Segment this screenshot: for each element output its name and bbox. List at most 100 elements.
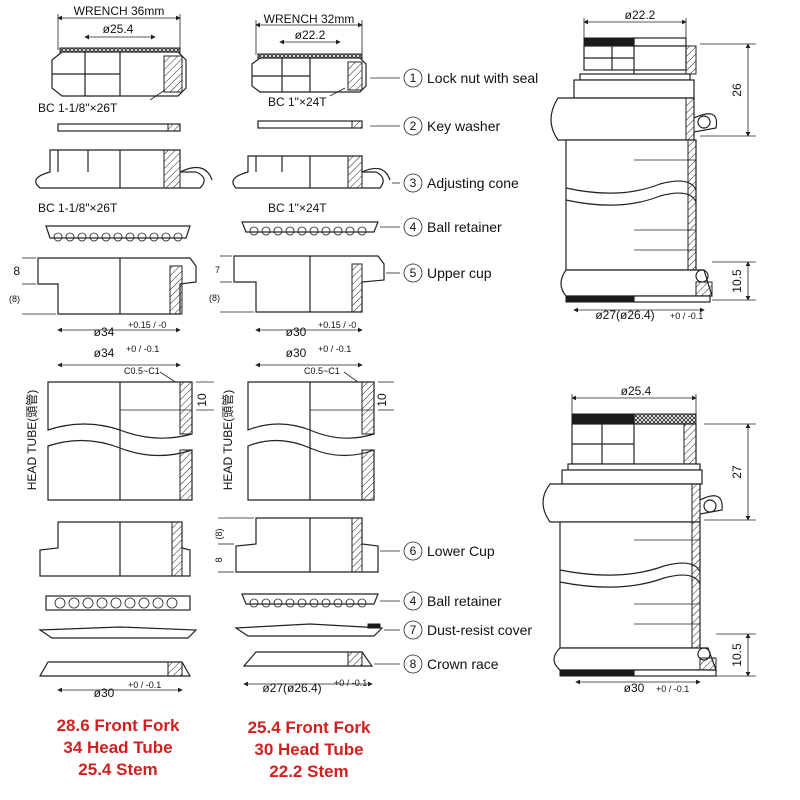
left-chamfer: C0.5~C1 — [124, 366, 160, 376]
left-cup-dia: ø34 — [94, 325, 115, 339]
left-spec-headtube: 34 Head Tube — [63, 738, 172, 757]
assembly-top: ø22.2 26 10.5 ø27(ø26.4) — [550, 8, 756, 322]
mid-wrench-label: WRENCH 32mm — [264, 12, 355, 26]
callout-6-text: Lower Cup — [427, 543, 495, 559]
left-crown-tol: +0 / -0.1 — [128, 680, 161, 690]
callout-4-marker — [403, 217, 423, 237]
mid-cup-tol: +0.15 / -0 — [318, 320, 356, 330]
left-spec-fork: 28.6 Front Fork — [57, 716, 180, 735]
mid-lower-cup — [235, 517, 379, 573]
callout-3-text: Adjusting cone — [427, 175, 519, 191]
mid-lower-offset: (8) — [214, 528, 224, 539]
callout-5-text: Upper cup — [427, 265, 492, 281]
left-cup-height: 8 — [13, 264, 20, 278]
callout-4b-number: 4 — [410, 594, 417, 608]
mid-headtube-tol: +0 / -0.1 — [318, 344, 351, 354]
mid-adjusting-cone — [232, 155, 391, 189]
left-spec-stem: 25.4 Stem — [78, 760, 157, 779]
callout-6-marker — [403, 541, 423, 561]
left-cup-tol: +0.15 / -0 — [128, 320, 166, 330]
left-headtube-label: HEAD TUBE(頭管) — [24, 390, 39, 490]
callout-7-text: Dust-resist cover — [427, 622, 532, 638]
mid-ball-retainer-2 — [241, 593, 379, 608]
callout-5-marker — [403, 263, 423, 283]
top-assembly-stack-height: 26 — [730, 83, 744, 97]
callout-1-marker — [403, 68, 423, 88]
top-assembly-bottom-tol: +0 / -0.1 — [670, 311, 703, 321]
mid-key-washer — [257, 120, 363, 129]
callout-4-number: 4 — [410, 220, 417, 234]
left-ball-retainer-2 — [45, 595, 191, 611]
callout-1-number: 1 — [410, 71, 417, 85]
callout-3-marker — [403, 173, 423, 193]
bottom-assembly-bottom-dia: ø30 — [624, 681, 645, 695]
left-cup-offset: (8) — [9, 294, 20, 304]
callout-4-text: Ball retainer — [427, 219, 502, 235]
mid-depth: 10 — [375, 393, 389, 407]
mid-thread-1: BC 1"×24T — [268, 95, 327, 109]
callout-1-label: Lock nut with seal — [427, 70, 538, 86]
mid-locknut-dia: ø22.2 — [295, 28, 326, 42]
mid-crown-tol: +0 / -0.1 — [334, 678, 367, 688]
left-crown-race — [38, 661, 192, 677]
top-assembly-top-dia: ø22.2 — [625, 8, 656, 22]
mid-thread-2: BC 1"×24T — [268, 201, 327, 215]
left-headtube-tol: +0 / -0.1 — [126, 344, 159, 354]
left-thread-2: BC 1-1/8"×26T — [38, 201, 118, 215]
left-locknut-dia: ø25.4 — [103, 22, 134, 36]
mid-dust-cover — [234, 623, 384, 637]
callout-2-text: Key washer — [427, 118, 500, 134]
callout-7-number: 7 — [410, 623, 417, 637]
mid-cup-dia: ø30 — [286, 325, 307, 339]
mid-spec-headtube: 30 Head Tube — [254, 740, 363, 759]
left-upper-cup — [37, 257, 197, 315]
bottom-assembly-bottom-height: 10.5 — [730, 643, 744, 667]
callout-2-number: 2 — [410, 119, 417, 133]
middle-column: WRENCH 32mm ø22.2 BC 1"×24T BC 1"×24T — [209, 12, 394, 781]
top-assembly-bottom-height: 10.5 — [730, 269, 744, 293]
mid-cup-offset: (8) — [209, 293, 220, 303]
assembly-bottom: ø25.4 27 10.5 ø30 +0 / - — [542, 384, 756, 695]
mid-headtube-label: HEAD TUBE(頭管) — [220, 390, 235, 490]
mid-head-tube — [247, 381, 375, 501]
left-headtube-dia: ø34 — [94, 346, 115, 360]
left-lock-nut — [51, 47, 187, 97]
bottom-assembly-stack-height: 27 — [730, 465, 744, 479]
left-ball-retainer — [45, 225, 191, 242]
top-assembly-bottom-dia: ø27(ø26.4) — [595, 308, 654, 322]
left-adjusting-cone — [35, 149, 213, 189]
mid-chamfer: C0.5~C1 — [304, 366, 340, 376]
left-dust-cover — [38, 626, 198, 639]
callout-5-number: 5 — [410, 266, 417, 280]
bottom-assembly-bottom-tol: +0 / -0.1 — [656, 684, 689, 694]
callout-8-number: 8 — [410, 657, 417, 671]
part-callouts: 1 Lock nut with seal 2 Adjusting cone Ke… — [370, 68, 538, 674]
left-depth: 10 — [195, 393, 209, 407]
callout-4b-text: Ball retainer — [427, 593, 502, 609]
mid-headtube-dia: ø30 — [286, 346, 307, 360]
left-key-washer — [57, 123, 181, 132]
callout-8-marker — [403, 654, 423, 674]
left-head-tube — [47, 381, 193, 501]
mid-spec-stem: 22.2 Stem — [269, 762, 348, 781]
callout-4b-marker — [403, 591, 423, 611]
callout-6-number: 6 — [410, 544, 417, 558]
callout-3-number: 3 — [410, 176, 417, 190]
left-column: WRENCH 36mm ø25.4 BC 1-1/8"×26T BC 1-1/8… — [9, 4, 214, 779]
bottom-assembly-top-dia: ø25.4 — [621, 384, 652, 398]
mid-spec-fork: 25.4 Front Fork — [248, 718, 371, 737]
left-thread-1: BC 1-1/8"×26T — [38, 101, 118, 115]
mid-ball-retainer — [241, 221, 379, 236]
callout-8-text: Crown race — [427, 656, 499, 672]
mid-crown-dia: ø27(ø26.4) — [262, 681, 321, 695]
mid-lower-height: 8 — [214, 557, 224, 562]
left-crown-dia: ø30 — [94, 686, 115, 700]
mid-crown-race — [242, 651, 374, 667]
callout-2-marker — [403, 116, 423, 136]
mid-upper-cup — [233, 255, 385, 313]
left-wrench-label: WRENCH 36mm — [74, 4, 165, 18]
left-lower-cup — [39, 521, 191, 577]
mid-cup-height: 7 — [215, 265, 220, 275]
mid-lock-nut — [251, 53, 367, 93]
